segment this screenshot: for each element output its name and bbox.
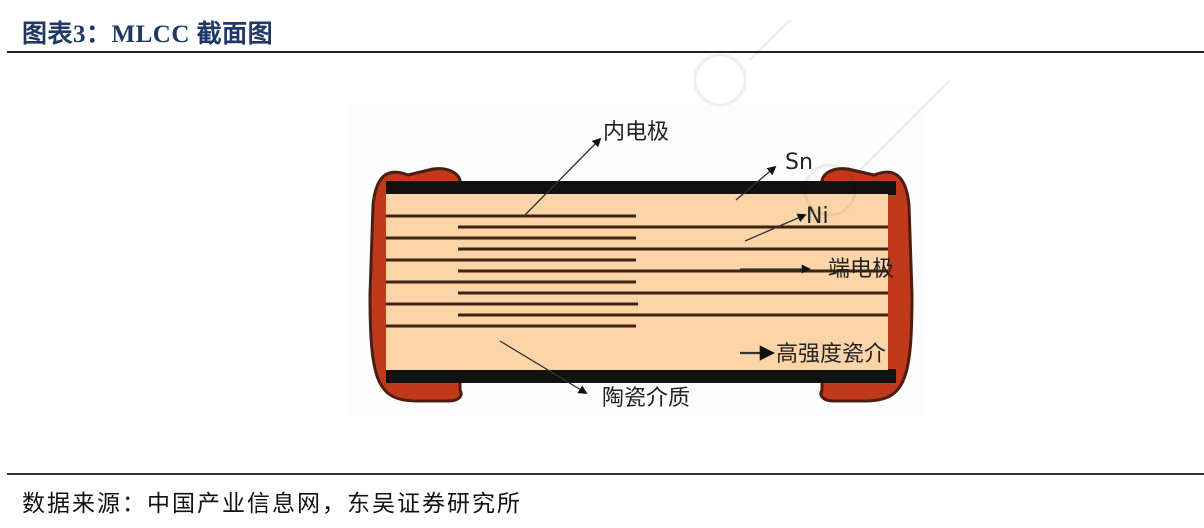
leader-sn [735, 165, 777, 201]
leader-inner-electrode [522, 137, 602, 218]
internal-electrodes [386, 214, 888, 328]
label-ni: Ni [806, 204, 829, 229]
top-divider [7, 51, 1204, 53]
mlcc-cross-section-diagram: 内电极 Sn Ni 端电极 高强度瓷介 陶瓷介质 [348, 105, 925, 415]
data-source-note: 数据来源：中国产业信息网，东吴证券研究所 [22, 491, 522, 517]
label-inner-electrode: 内电极 [603, 120, 669, 145]
bottom-band [386, 369, 896, 383]
figure-title: 图表3：MLCC 截面图 [22, 21, 274, 48]
leader-ni [744, 213, 807, 242]
label-sn: Sn [785, 150, 813, 175]
top-band [386, 181, 896, 195]
label-ceramic-dielectric: 陶瓷介质 [602, 386, 690, 411]
bottom-divider [7, 473, 1204, 475]
label-terminal-electrode: 端电极 [828, 257, 894, 282]
label-high-strength-ceramic: 高强度瓷介 [776, 342, 886, 367]
leader-ceramic-dielectric [499, 340, 588, 394]
